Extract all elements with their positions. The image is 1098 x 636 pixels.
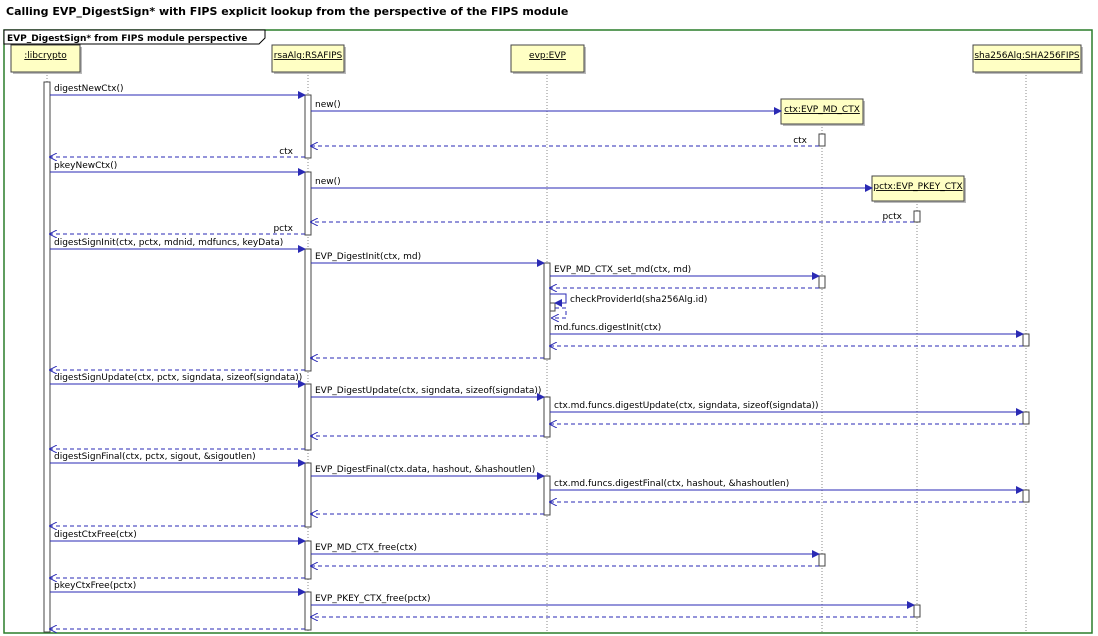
activation-bar-pctx — [913, 604, 921, 618]
return-label: ctx — [279, 147, 293, 157]
message-label: digestSignInit(ctx, pctx, mdnid, mdfuncs… — [54, 238, 283, 248]
activation-bar-rsa — [304, 94, 312, 159]
message-label: pkeyCtxFree(pctx) — [54, 581, 136, 591]
return-label: pctx — [273, 224, 293, 234]
activation-bar-ctx — [818, 133, 826, 147]
message-label: ctx.md.funcs.digestFinal(ctx, hashout, &… — [554, 479, 789, 489]
activation-bar-lib — [43, 81, 51, 633]
lifeline-label-rsa: rsaAlg:RSAFIPS — [274, 51, 343, 61]
message-label: EVP_PKEY_CTX_free(pctx) — [315, 594, 431, 604]
message-label: EVP_MD_CTX_set_md(ctx, md) — [554, 265, 691, 275]
activation-bar-evp-self — [549, 302, 556, 312]
diagram-title: Calling EVP_DigestSign* with FIPS explic… — [6, 5, 569, 18]
activation-bar-rsa — [304, 462, 312, 528]
message-label: digestCtxFree(ctx) — [54, 530, 137, 540]
lifeline-label-lib: :libcrypto — [24, 51, 67, 61]
activation-bar-evp — [543, 475, 551, 516]
activation-bar-ctx — [818, 553, 826, 567]
self-return-arrow — [552, 307, 567, 318]
message-label: EVP_MD_CTX_free(ctx) — [315, 543, 417, 553]
lifeline-head-evp — [510, 44, 585, 73]
lifeline-label-sha: sha256Alg:SHA256FIPS — [974, 51, 1080, 61]
lifeline-label-pctx: pctx:EVP_PKEY_CTX — [873, 182, 962, 192]
self-message-arrow — [550, 293, 567, 307]
activation-bar-sha — [1022, 411, 1030, 425]
message-label: pkeyNewCtx() — [54, 161, 117, 171]
lifeline-label-ctx: ctx:EVP_MD_CTX — [784, 105, 860, 115]
return-label: ctx — [793, 136, 807, 146]
lifeline-head-ctx — [780, 98, 864, 125]
activation-bar-sha — [1022, 333, 1030, 347]
activation-bar-evp — [543, 262, 551, 360]
frame — [3, 29, 1093, 634]
activation-bar-rsa — [304, 171, 312, 236]
message-label: digestNewCtx() — [54, 84, 123, 94]
frame-label-tab — [3, 29, 266, 45]
activation-bar-pctx — [913, 210, 921, 223]
frame-label: EVP_DigestSign* from FIPS module perspec… — [7, 34, 247, 44]
activation-bar-evp — [543, 396, 551, 438]
message-label: EVP_DigestUpdate(ctx, signdata, sizeof(s… — [315, 386, 541, 396]
message-label: new() — [315, 100, 341, 110]
lifeline-head-lib — [10, 44, 81, 73]
activation-bar-sha — [1022, 489, 1030, 503]
activation-bar-rsa — [304, 540, 312, 580]
message-label: EVP_DigestFinal(ctx.data, hashout, &hash… — [315, 465, 535, 475]
activation-bar-rsa — [304, 591, 312, 631]
message-label: new() — [315, 177, 341, 187]
lifeline-head-rsa — [271, 44, 345, 73]
activation-bar-ctx — [818, 275, 826, 289]
return-label: pctx — [882, 212, 902, 222]
message-label: checkProviderId(sha256Alg.id) — [570, 295, 707, 305]
message-label: digestSignFinal(ctx, pctx, sigout, &sigo… — [54, 452, 256, 462]
message-label: digestSignUpdate(ctx, pctx, signdata, si… — [54, 373, 302, 383]
message-label: EVP_DigestInit(ctx, md) — [315, 252, 421, 262]
activation-bar-rsa — [304, 248, 312, 372]
message-label: ctx.md.funcs.digestUpdate(ctx, signdata,… — [554, 401, 819, 411]
activation-bar-rsa — [304, 383, 312, 451]
lifeline-head-sha — [972, 44, 1082, 73]
message-label: md.funcs.digestInit(ctx) — [554, 323, 661, 333]
lifeline-label-evp: evp:EVP — [529, 51, 566, 61]
